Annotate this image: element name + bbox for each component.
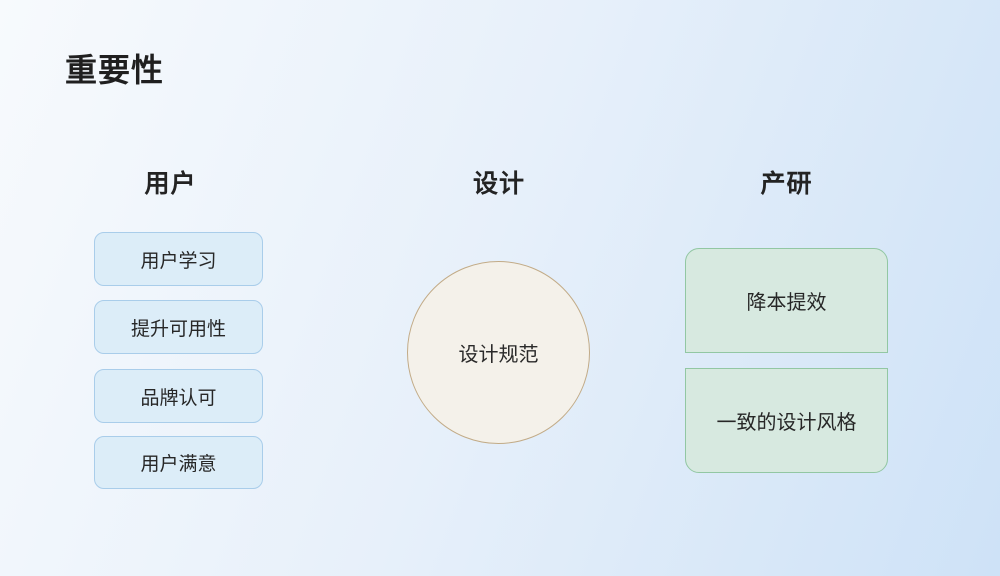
- column-header-product-rd: 产研: [760, 170, 813, 198]
- product-rd-benefit-box: 降本提效: [685, 248, 888, 353]
- column-header-users: 用户: [144, 170, 197, 198]
- user-benefit-label: 用户学习: [140, 250, 217, 272]
- column-header-design: 设计: [472, 170, 525, 198]
- product-rd-benefit-box: 一致的设计风格: [685, 368, 888, 473]
- user-benefit-box: 品牌认可: [94, 369, 263, 423]
- page-title: 重要性: [65, 52, 165, 88]
- product-rd-benefit-label: 降本提效: [746, 292, 827, 314]
- user-benefit-label: 用户满意: [140, 454, 217, 475]
- user-benefit-label: 品牌认可: [140, 387, 217, 409]
- user-benefit-box: 提升可用性: [94, 300, 263, 354]
- product-rd-benefit-label: 一致的设计风格: [716, 412, 857, 434]
- design-spec-circle: 设计规范: [407, 261, 590, 444]
- user-benefit-box: 用户满意: [94, 436, 263, 489]
- user-benefit-box: 用户学习: [94, 232, 263, 286]
- user-benefit-label: 提升可用性: [130, 318, 226, 340]
- design-spec-label: 设计规范: [458, 344, 539, 366]
